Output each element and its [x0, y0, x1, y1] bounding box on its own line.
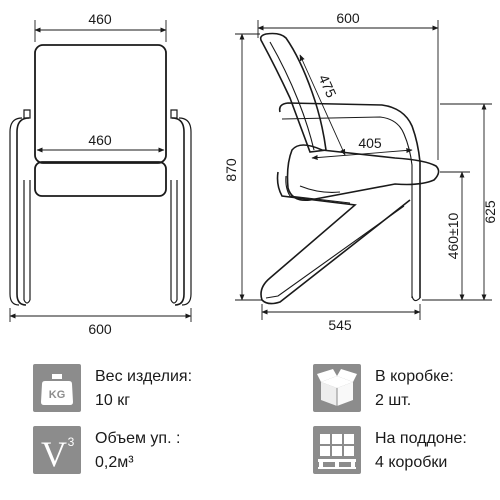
- dim-front-total-width: 600: [88, 321, 112, 337]
- side-armrest: [278, 102, 421, 298]
- info-volume: V 3 Объем уп. : 0,2м³: [33, 426, 180, 475]
- side-view: [259, 32, 440, 305]
- side-backrest: [259, 32, 327, 153]
- dim-side-seat-depth: 405: [358, 135, 382, 151]
- front-seat: [34, 161, 167, 197]
- svg-text:3: 3: [68, 435, 75, 449]
- volume-v3-icon: V 3: [33, 426, 81, 474]
- weight-label: Вес изделия:: [95, 368, 193, 385]
- dim-side-seat-height: 460±10: [445, 212, 461, 259]
- front-backrest: [34, 44, 167, 164]
- box-label: В коробке:: [375, 368, 454, 385]
- box-value: 2 шт.: [375, 392, 412, 409]
- dim-side-depth-total: 600: [336, 10, 360, 26]
- svg-text:V: V: [41, 434, 67, 474]
- dim-front-back-width: 460: [88, 11, 112, 27]
- dim-side-armrest-height: 625: [482, 200, 498, 224]
- svg-text:KG: KG: [49, 389, 66, 401]
- dim-front-seat-width: 460: [88, 132, 112, 148]
- side-seat: [286, 144, 440, 202]
- pallet-value: 4 коробки: [375, 454, 448, 471]
- weight-kg-icon: KG: [33, 364, 81, 412]
- volume-value: 0,2м³: [95, 454, 134, 471]
- side-frame: [260, 171, 411, 305]
- pallet-icon: [313, 426, 361, 474]
- pallet-label: На поддоне:: [375, 430, 467, 447]
- box-icon: [313, 364, 361, 412]
- weight-value: 10 кг: [95, 392, 131, 409]
- info-weight: KG Вес изделия: 10 кг: [33, 364, 192, 413]
- front-view: [9, 44, 192, 306]
- dim-side-back-slope: 475: [316, 72, 340, 100]
- info-box: В коробке: 2 шт.: [313, 364, 454, 413]
- chair-technical-drawing: 460 460 600: [9, 10, 498, 337]
- front-left-frame: [16, 117, 30, 306]
- info-pallet: На поддоне: 4 коробки: [313, 426, 467, 475]
- dim-side-height-total: 870: [223, 158, 239, 182]
- front-right-frame: [171, 117, 185, 306]
- dim-side-base-depth: 545: [328, 317, 352, 333]
- volume-label: Объем уп. :: [95, 430, 181, 447]
